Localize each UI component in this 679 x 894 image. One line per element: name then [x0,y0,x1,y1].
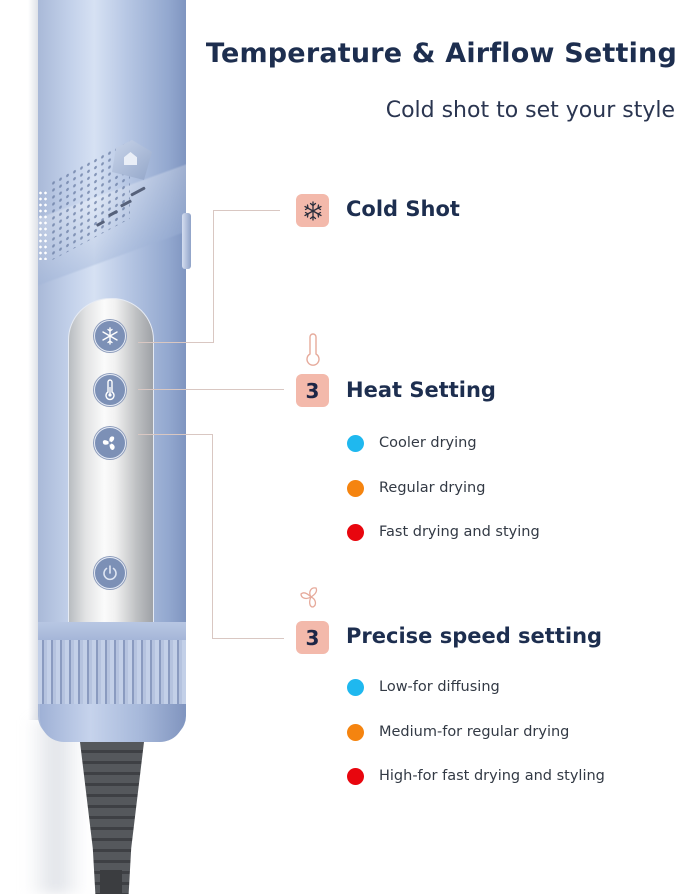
bullet-dot-red [347,523,364,541]
fan-icon [102,436,115,450]
handle-shadow-edge [28,0,40,720]
leader-line-cold-top [213,210,280,211]
power-cord [100,870,122,894]
heat-setting-label: Heat Setting [346,378,496,402]
dryer-collar [40,704,184,742]
option-text: High-for fast drying and styling [379,768,605,784]
list-item: Medium-for regular drying [347,722,605,742]
power-button [94,557,126,589]
leader-line-speed-bottom [212,638,284,639]
heat-options-list: Cooler drying Regular drying Fast drying… [347,433,540,542]
side-vent-dots [38,190,48,260]
control-panel [68,298,154,624]
heat-button [94,374,126,406]
bullet-dot-orange [347,723,364,741]
thermometer-icon [105,379,115,401]
power-icon [103,565,117,581]
cold-shot-label: Cold Shot [346,197,460,221]
bullet-dot-blue [347,678,364,696]
bullet-dot-red [347,767,364,785]
fan-icon [300,587,318,608]
snowflake-icon [102,327,118,345]
bullet-dot-blue [347,434,364,452]
list-item: Fast drying and stying [347,522,540,542]
indicator-bars [88,180,158,240]
option-text: Cooler drying [379,435,477,451]
cold-shot-badge [296,194,329,227]
side-switch [182,213,191,269]
speed-button [94,427,126,459]
option-text: Medium-for regular drying [379,724,570,740]
list-item: Cooler drying [347,433,540,453]
option-text: Regular drying [379,480,486,496]
leader-line-cold [138,342,214,343]
release-arrow-icon [124,152,137,165]
speed-options-list: Low-for diffusing Medium-for regular dry… [347,677,605,786]
grille-ring [38,622,186,640]
thermometer-icon [306,333,320,366]
leader-line-speed [138,434,213,435]
leader-line-speed-vertical [212,434,213,638]
cold-shot-button [94,320,126,352]
speed-count-badge: 3 [296,621,329,654]
list-item: High-for fast drying and styling [347,766,605,786]
air-intake-grille [38,640,186,704]
page-subtitle: Cold shot to set your style [385,98,675,123]
leader-line-cold-vertical [213,210,214,343]
page-title: Temperature & Airflow Setting [205,38,677,69]
option-text: Low-for diffusing [379,679,500,695]
cord-shadow [26,720,86,894]
speed-setting-label: Precise speed setting [346,624,603,648]
list-item: Low-for diffusing [347,677,605,697]
list-item: Regular drying [347,478,540,498]
option-text: Fast drying and stying [379,524,540,540]
leader-line-heat [138,389,284,390]
bullet-dot-orange [347,479,364,497]
heat-count-badge: 3 [296,374,329,407]
snowflake-icon [303,200,322,221]
